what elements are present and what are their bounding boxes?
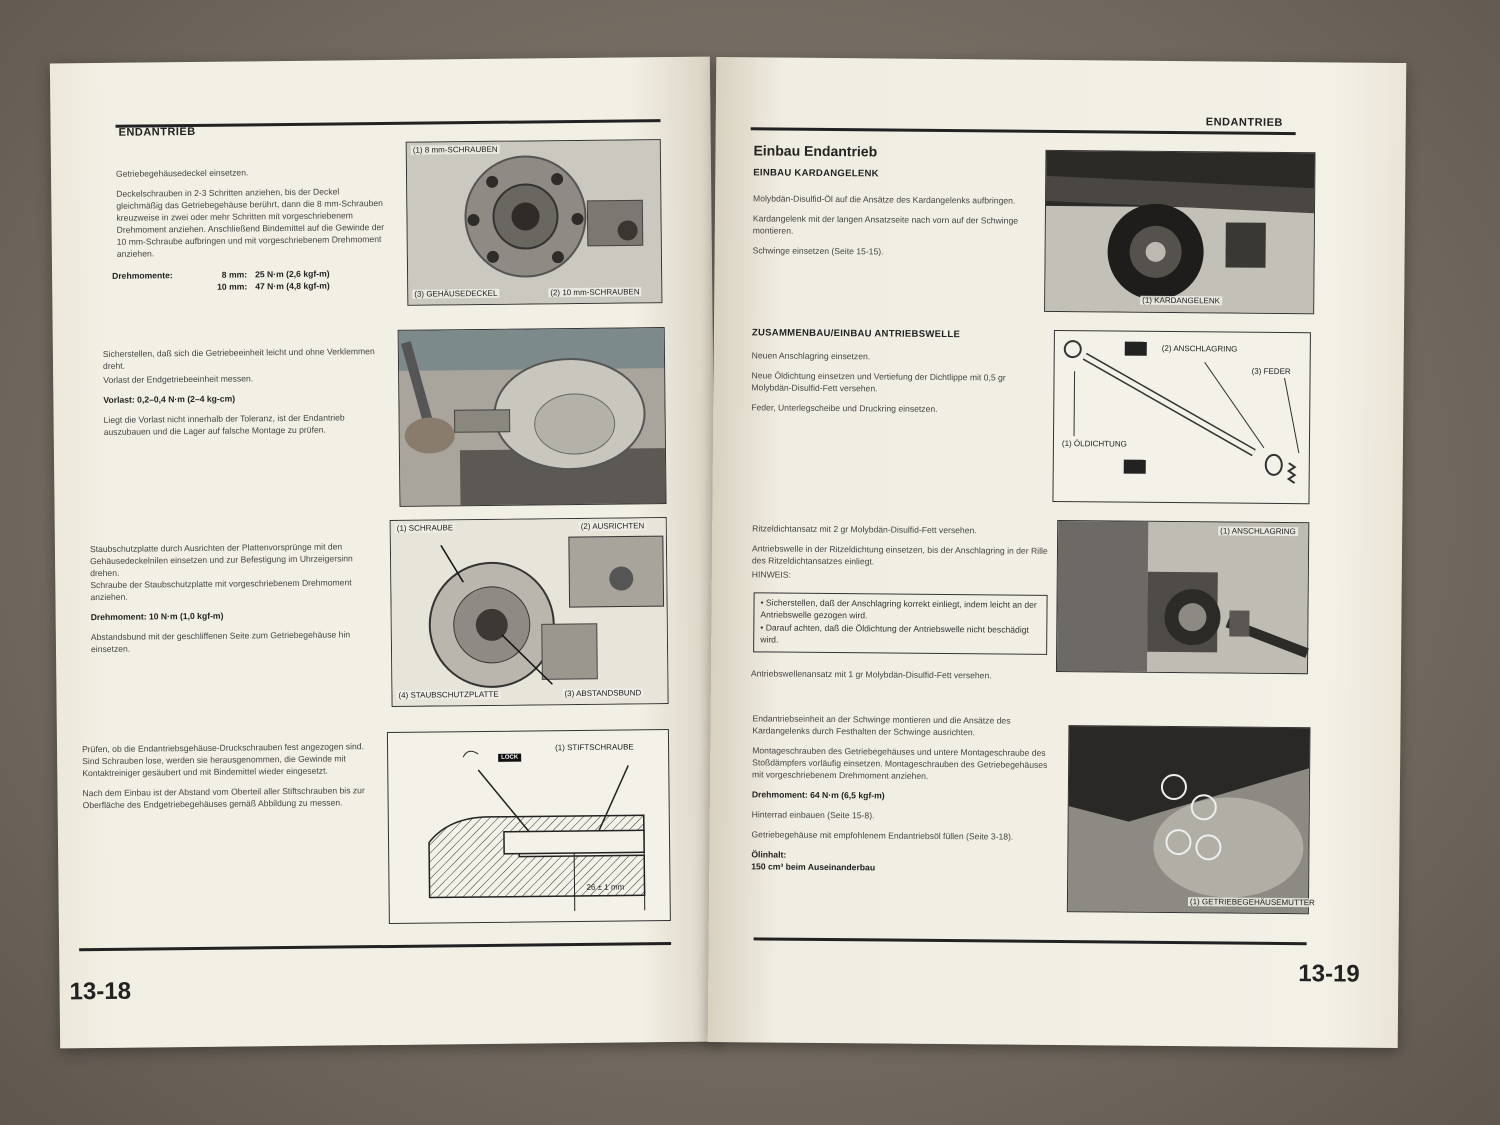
right-s4-text: Endantriebseinheit an der Schwinge monti… — [751, 712, 1052, 883]
right-s4-p3: Hinterrad einbauen (Seite 15-8). — [751, 809, 875, 821]
universal-joint-illustration — [1045, 150, 1315, 314]
gear-case-nuts-illustration — [1067, 726, 1310, 914]
left-header-title: ENDANTRIEB — [118, 125, 196, 139]
figure-universal-joint: (1) KARDANGELENK — [1044, 149, 1316, 315]
torque-size: 8 mm: — [221, 269, 248, 280]
left-s1-intro: Getriebegehäusedeckel einsetzen. — [115, 167, 249, 179]
figure-stud-bolt: LOCK (1) STIFTSCHRAUBE 26 ± 1 mm — [386, 729, 671, 924]
left-s4-body3: Nach dem Einbau ist der Abstand vom Ober… — [82, 785, 365, 811]
torque-row: 10 mm: 47 N·m (4,8 kgf-m) — [112, 280, 330, 294]
right-s4-oil-value: 150 cm³ beim Auseinanderbau — [751, 861, 876, 873]
torque-value: 47 N·m (4,8 kgf-m) — [255, 280, 330, 292]
left-header-rule — [115, 119, 661, 128]
fig-label: (1) GETRIEBEGEHÄUSEMUTTER — [1187, 897, 1317, 908]
figure-cover-bolts: (1) 8 mm-SCHRAUBEN (3) GEHÄUSEDECKEL (2)… — [405, 139, 663, 306]
right-page-number: 13-19 — [1298, 960, 1360, 988]
left-s1-body: Deckelschrauben in 2-3 Schritten anziehe… — [116, 186, 385, 259]
right-s4-p2: Montageschrauben des Getriebegehäuses un… — [752, 745, 1048, 781]
fig-label: (1) ANSCHLAGRING — [1218, 526, 1298, 537]
dust-plate-illustration — [390, 518, 668, 706]
fig-label: (1) ÖLDICHTUNG — [1061, 439, 1127, 449]
fig-label: (3) FEDER — [1251, 366, 1291, 377]
fig-label: (2) AUSRICHTEN — [578, 521, 647, 531]
right-s4-torque: Drehmoment: 64 N·m (6,5 kgf-m) — [751, 789, 885, 801]
figure-preload-measure — [397, 327, 667, 507]
left-s1-text: Getriebegehäusedeckel einsetzen. Deckels… — [116, 165, 387, 268]
fig-label: (1) SCHRAUBE — [394, 523, 456, 533]
gear-case-illustration — [406, 140, 662, 305]
left-page-number: 13-18 — [69, 977, 132, 1006]
stud-bolt-diagram — [428, 750, 646, 912]
fig-label: (2) 10 mm-SCHRAUBEN — [548, 287, 642, 298]
figure-stop-ring: (1) ANSCHLAGRING — [1055, 520, 1310, 675]
left-page: ENDANTRIEB Getriebegehäusedeckel einsetz… — [49, 56, 721, 1049]
right-s3-text-2: Antriebswellenansatz mit 1 gr Molybdän-D… — [751, 667, 1051, 690]
torque-value: 25 N·m (2,6 kgf-m) — [255, 268, 330, 280]
right-footer-rule — [753, 937, 1307, 946]
note-item: • Darauf achten, daß die Öldichtung der … — [760, 622, 1029, 645]
fig-label: (1) STIFTSCHRAUBE — [555, 742, 634, 753]
stop-ring-illustration — [1056, 521, 1309, 674]
right-s3-p3: Antriebswellenansatz mit 1 gr Molybdän-D… — [750, 668, 992, 681]
right-s3-p2: Antriebswelle in der Ritzeldichtung eins… — [751, 543, 1048, 567]
right-s3-p1: Ritzeldichtansatz mit 2 gr Molybdän-Disu… — [752, 523, 977, 536]
fig-label: (4) STAUBSCHUTZPLATTE — [396, 689, 501, 700]
left-s1-torque-table: Drehmomente: 8 mm: 25 N·m (2,6 kgf-m) 10… — [112, 268, 330, 294]
left-s3-body3: Abstandsbund mit der geschliffenen Seite… — [90, 629, 351, 655]
left-s2-body1: Sicherstellen, daß sich die Getriebeeinh… — [102, 346, 375, 371]
right-s2-text: Neuen Anschlagring einsetzen. Neue Öldic… — [751, 349, 1037, 423]
preload-illustration — [398, 328, 666, 506]
fig-label: (1) KARDANGELENK — [1140, 295, 1223, 306]
figure-drive-shaft-parts: (2) ANSCHLAGRING (3) FEDER (1) ÖLDICHTUN… — [1052, 329, 1311, 505]
left-s3-text: Staubschutzplatte durch Ausrichten der P… — [90, 540, 381, 663]
right-s4-p4: Getriebegehäuse mit empfohlenem Endantri… — [751, 829, 1014, 842]
fig-label: (1) 8 mm-SCHRAUBEN — [410, 144, 500, 155]
left-s4-text: Prüfen, ob die Endantriebsgehäuse-Drucks… — [82, 740, 378, 819]
right-s2-p2: Neue Öldichtung einsetzen und Vertiefung… — [751, 370, 1006, 394]
right-s1-text: Molybdän-Disulfid-Öl auf die Ansätze des… — [753, 192, 1034, 266]
right-s3-note-label: HINWEIS: — [751, 569, 791, 580]
note-item: • Sicherstellen, daß der Anschlagring ko… — [760, 597, 1037, 620]
fig-label: (3) ABSTANDSBUND — [562, 688, 644, 699]
right-s2-p3: Feder, Unterlegscheibe und Druckring ein… — [751, 402, 938, 414]
torque-label: Drehmomente: — [112, 270, 173, 281]
right-page: ENDANTRIEB Einbau Endantrieb EINBAU KARD… — [707, 57, 1407, 1048]
right-s2-p1: Neuen Anschlagring einsetzen. — [751, 350, 871, 362]
drive-shaft-diagram — [1063, 340, 1300, 484]
right-s1-p3: Schwinge einsetzen (Seite 15-15). — [752, 245, 884, 257]
right-s2-heading: ZUSAMMENBAU/EINBAU ANTRIEBSWELLE — [751, 327, 961, 341]
fig-label: (2) ANSCHLAGRING — [1161, 343, 1238, 354]
right-s1-heading: EINBAU KARDANGELENK — [753, 167, 879, 180]
left-s2-preload: Vorlast: 0,2–0,4 N·m (2–4 kg-cm) — [103, 393, 236, 405]
left-footer-rule — [79, 942, 672, 952]
left-s3-torque: Drehmoment: 10 N·m (1,0 kgf-m) — [90, 610, 224, 623]
right-header-rule — [750, 127, 1296, 136]
left-s2-text: Sicherstellen, daß sich die Getriebeeinh… — [103, 345, 389, 446]
torque-size: 10 mm: — [217, 281, 248, 292]
left-s3-body1: Staubschutzplatte durch Ausrichten der P… — [89, 541, 353, 579]
right-s3-text: Ritzeldichtansatz mit 2 gr Molybdän-Disu… — [752, 522, 1053, 591]
right-header-title: ENDANTRIEB — [1205, 116, 1283, 129]
figure-dust-plate: (1) SCHRAUBE (2) AUSRICHTEN (4) STAUBSCH… — [389, 517, 669, 707]
right-s1-p2: Kardangelenk mit der langen Ansatzseite … — [752, 213, 1019, 236]
right-s4-p1: Endantriebseinheit an der Schwinge monti… — [752, 713, 1011, 738]
right-page-title: Einbau Endantrieb — [753, 142, 878, 160]
fig-label: (3) GEHÄUSEDECKEL — [412, 288, 500, 299]
left-s3-body2: Schraube der Staubschutzplatte mit vorge… — [90, 577, 352, 603]
left-s2-body2: Vorlast der Endgetriebeeinheit messen. — [103, 373, 254, 385]
left-s2-body3: Liegt die Vorlast nicht innerhalb der To… — [103, 412, 345, 437]
right-s3-note-box: • Sicherstellen, daß der Anschlagring ko… — [753, 592, 1048, 655]
figure-gear-case-nuts: (1) GETRIEBEGEHÄUSEMUTTER — [1066, 725, 1317, 915]
right-s1-p1: Molybdän-Disulfid-Öl auf die Ansätze des… — [753, 193, 1016, 206]
left-s4-body2: Sind Schrauben lose, werden sie herausge… — [82, 753, 346, 779]
dimension-label: 26 ± 1 mm — [586, 882, 625, 892]
lock-badge: LOCK — [498, 753, 522, 762]
